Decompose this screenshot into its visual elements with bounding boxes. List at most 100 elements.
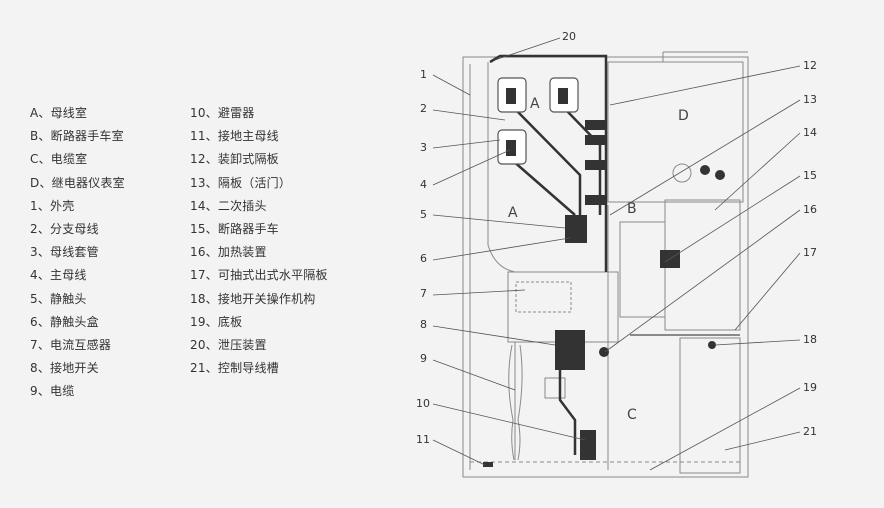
leader-20 [494,37,561,61]
legend-item: 14、二次插头 [190,198,267,213]
legend-item: 20、泄压装置 [190,337,267,352]
legend-column-left: A、母线室 B、断路器手车室 C、电缆室 D、继电器仪表室 1、外壳 2、分支母线 3、母线… [30,102,125,403]
legend-item: 10、避雷器 [190,106,255,120]
control-wire-trough [679,337,741,474]
callout-7: 7 [420,287,427,300]
spout-1 [585,120,605,130]
bushing-core-1 [506,88,516,104]
legend-item: 19、底板 [190,314,243,329]
callout-5: 5 [420,208,427,221]
leader-9 [432,359,516,391]
leader-14 [714,132,801,211]
earth-busbar [483,462,493,467]
leader-5 [432,214,566,229]
legend-item: 16、加热装置 [190,245,267,260]
legend-item: 1、外壳 [30,198,75,213]
legend-item: 17、可抽式出式水平隔板 [190,268,328,283]
leader-1 [432,74,471,96]
callout-18: 18 [803,333,817,346]
spout-4 [585,195,605,205]
leader-11 [432,439,486,466]
legend-item: 9、电缆 [30,384,75,399]
legend-item: 18、接地开关操作机构 [190,291,316,306]
legend-item: D、继电器仪表室 [30,175,125,190]
relay-meter-dial [672,163,692,183]
callout-17: 17 [803,246,817,259]
component-legend: A、母线室 B、断路器手车室 C、电缆室 D、继电器仪表室 1、外壳 2、分支母线 3、母线… [30,102,360,402]
breaker-truck-body [619,221,666,318]
legend-item: C、电缆室 [30,152,88,167]
leader-2 [432,109,506,121]
legend-item: 4、主母线 [30,268,87,283]
static-contact-box [565,215,587,243]
bushing-core-3 [506,140,516,156]
main-busbar-link [511,159,576,216]
pressure-relief-and-partition [489,54,608,272]
callout-6: 6 [420,252,427,265]
callout-9: 9 [420,352,427,365]
callout-1: 1 [420,68,427,81]
legend-item: 3、母线套管 [30,245,99,260]
compartment-a-top: A [530,96,540,112]
leader-10 [432,403,586,441]
legend-item: B、断路器手车室 [30,129,124,144]
callout-14: 14 [803,126,817,139]
leader-15 [664,175,801,263]
callout-13: 13 [803,93,817,106]
callout-4: 4 [420,178,427,191]
callout-3: 3 [420,141,427,154]
spout-3 [585,160,605,170]
busbar-chamber-curve [487,244,605,273]
relay-chamber-outline [607,61,744,203]
leader-18 [714,339,801,346]
callout-11: 11 [416,433,430,446]
legend-item: 15、断路器手车 [190,221,279,236]
leader-6 [432,237,571,261]
legend-item: 13、隔板（活门） [190,175,292,190]
legend-item: 5、静触头 [30,291,87,306]
legend-item: 8、接地开关 [30,361,99,376]
leader-8 [432,325,556,346]
earthing-switch-blade [555,330,585,370]
branch-busbar-left [515,109,582,215]
legend-item: 21、控制导线槽 [190,361,279,376]
leader-21 [724,431,801,451]
leader-13 [609,99,801,216]
relay-knob-1 [700,165,710,175]
leader-16 [604,209,801,353]
callout-15: 15 [803,169,817,182]
callout-19: 19 [803,381,817,394]
callout-21: 21 [803,425,817,438]
leader-17 [734,252,801,331]
compartment-d: D [678,108,689,124]
leader-7 [432,289,526,296]
relay-knob-2 [715,170,725,180]
callout-12: 12 [803,59,817,72]
legend-column-right: 10、避雷器 11、接地主母线 12、装卸式隔板 13、隔板（活门） 14、二次插头 15… [190,102,328,380]
current-transformer-core [515,281,572,313]
legend-item: A、母线室 [30,106,88,120]
leader-3 [432,139,501,149]
bushing-core-2 [558,88,568,104]
cable-chamber-box [544,377,566,399]
heater-element [599,347,609,357]
compartment-c: C [627,407,637,423]
callout-8: 8 [420,318,427,331]
legend-item: 7、电流互感器 [30,337,112,352]
callout-16: 16 [803,203,817,216]
legend-item: 2、分支母线 [30,221,99,236]
callout-20: 20 [562,30,576,43]
cable-line-2 [517,344,523,461]
compartment-a-mid: A [508,205,518,221]
leader-12 [609,65,801,106]
legend-item: 12、装卸式隔板 [190,152,279,167]
callout-10: 10 [416,397,430,410]
spout-2 [585,135,605,145]
compartment-b: B [627,201,637,217]
legend-item: 11、接地主母线 [190,129,279,144]
leader-4 [432,149,511,186]
leader-19 [649,387,801,471]
cable-line [508,344,515,461]
callout-2: 2 [420,102,427,115]
